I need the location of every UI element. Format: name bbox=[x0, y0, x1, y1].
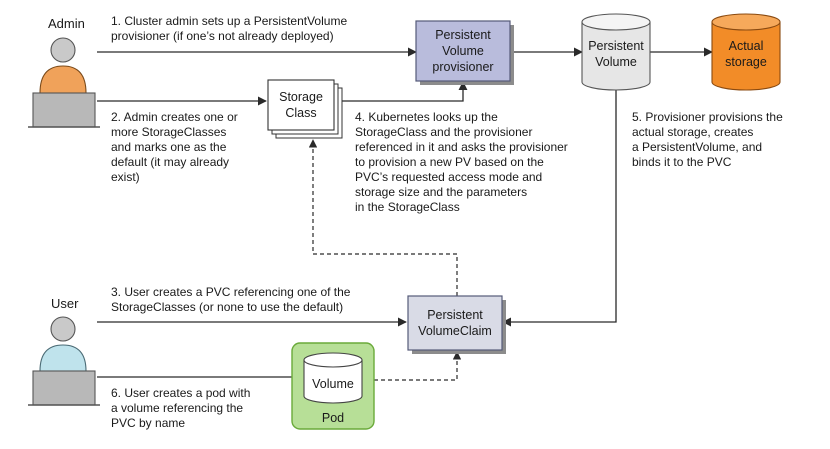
arrow-storageclass-to-provisioner bbox=[340, 81, 468, 102]
provisioner-box bbox=[415, 20, 511, 82]
persistent-volume-cylinder bbox=[581, 13, 651, 91]
storageclass-page-front bbox=[267, 79, 335, 131]
pvc-label: Persistent VolumeClaim bbox=[418, 308, 492, 338]
persistent-volume-label: Persistent Volume bbox=[588, 39, 644, 69]
dashed-volume-to-pvc bbox=[360, 351, 462, 381]
actual-storage-label: Actual storage bbox=[725, 39, 767, 69]
volume-label: Volume bbox=[312, 377, 354, 391]
pvc-box bbox=[407, 295, 503, 351]
pod-label: Pod bbox=[321, 411, 345, 425]
step-3-text: 3. User creates a PVC referencing one of… bbox=[111, 285, 351, 314]
step-4-text: 4. Kubernetes looks up the StorageClass … bbox=[355, 110, 568, 214]
step-2-text: 2. Admin creates one or more StorageClas… bbox=[111, 110, 238, 184]
step-5-text: 5. Provisioner provisions the actual sto… bbox=[632, 110, 783, 169]
admin-person-icon bbox=[28, 37, 100, 128]
step-1-text: 1. Cluster admin sets up a PersistentVol… bbox=[111, 14, 348, 43]
step-6-text: 6. User creates a pod with a volume refe… bbox=[111, 386, 251, 430]
admin-label: Admin bbox=[48, 16, 85, 31]
storageclass-label: Storage Class bbox=[279, 90, 323, 120]
volume-cylinder bbox=[303, 352, 363, 404]
actual-storage-cylinder bbox=[711, 13, 781, 91]
provisioner-label: Persistent Volume provisioner bbox=[432, 28, 494, 74]
user-person-icon bbox=[28, 316, 100, 406]
arrow-pv-to-pvc bbox=[502, 90, 617, 327]
user-label: User bbox=[51, 296, 79, 311]
dashed-pvc-to-storageclass bbox=[308, 139, 458, 296]
